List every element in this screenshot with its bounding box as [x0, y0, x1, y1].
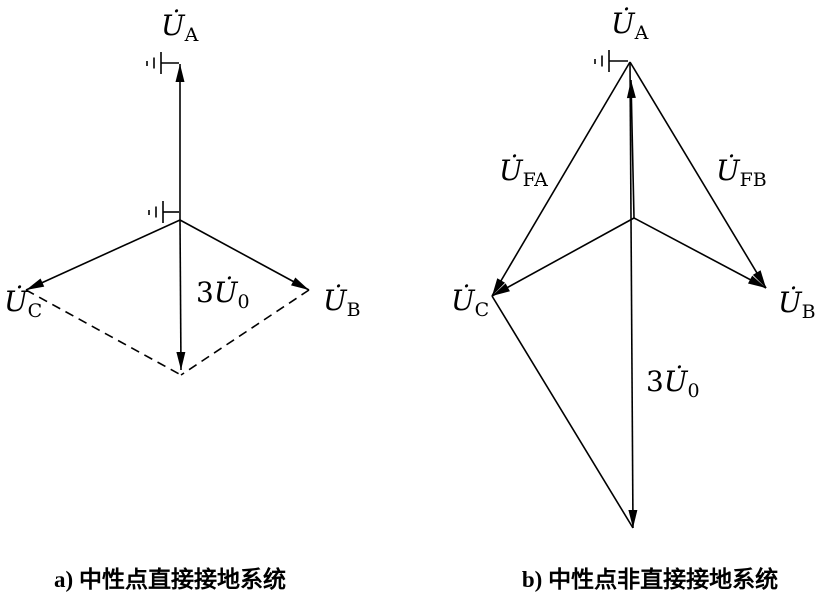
label-sub: 0: [687, 380, 699, 402]
label-main: U̇: [161, 9, 186, 42]
phasor-ufa-b: [491, 61, 631, 297]
label-pre: 3: [646, 365, 664, 398]
label-main: U̇: [323, 284, 348, 317]
phasor-ufb-b: [629, 61, 767, 289]
label-ub-a: U̇B: [323, 284, 361, 321]
label-sub: FB: [740, 169, 767, 191]
caption-a: a) 中性点直接接地系统: [54, 566, 286, 592]
label-ufa-b: U̇FA: [499, 154, 548, 191]
label-sub: 0: [237, 291, 249, 313]
dashed-line-right-a: [180, 289, 310, 376]
label-main: U̇: [778, 286, 803, 319]
diagram-a: U̇A U̇C U̇B 3U̇0 a) 中性点直接接地系统: [4, 9, 361, 592]
label-main: U̇: [451, 284, 476, 317]
label-main: U̇: [716, 154, 741, 187]
phasor-3u0-b: [628, 61, 638, 529]
label-sub: B: [347, 299, 361, 321]
ground-icon-top-b: [594, 50, 628, 72]
phasor-ub-b: [633, 217, 767, 289]
diagram-b: U̇A U̇FA U̇FB U̇C U̇B 3U̇0 b) 中性点非直接接地系统: [451, 7, 816, 592]
label-3u0-a: 3U̇0: [196, 276, 250, 313]
phasor-ua-b: [626, 79, 636, 219]
label-sub: B: [802, 301, 816, 323]
dashed-line-left-a: [25, 289, 182, 376]
label-sub: A: [634, 22, 649, 44]
ground-icon-neutral-a: [148, 201, 179, 223]
construction-line-c-bottom-b: [491, 295, 634, 529]
label-main: U̇: [499, 154, 524, 187]
phasor-uc-b: [491, 217, 635, 297]
label-sub: C: [28, 300, 43, 322]
label-ua-b: U̇A: [611, 7, 649, 44]
label-sub: FA: [523, 169, 549, 191]
caption-b: b) 中性点非直接接地系统: [522, 566, 778, 592]
label-main: U̇: [664, 365, 689, 398]
phasor-ub-a: [179, 219, 310, 291]
label-3u0-b: 3U̇0: [646, 365, 700, 402]
label-pre: 3: [196, 276, 214, 309]
label-ub-b: U̇B: [778, 286, 816, 323]
label-ufb-b: U̇FB: [716, 154, 767, 191]
label-main: U̇: [214, 276, 239, 309]
phasor-3u0-a: [176, 219, 186, 371]
label-uc-a: U̇C: [4, 285, 42, 322]
label-main: U̇: [611, 7, 636, 40]
label-sub: A: [184, 24, 199, 46]
label-main: U̇: [4, 285, 29, 318]
label-sub: C: [475, 299, 490, 321]
phasor-uc-a: [25, 219, 181, 291]
ground-icon-top-a: [146, 52, 179, 74]
label-uc-b: U̇C: [451, 284, 489, 321]
label-ua-a: U̇A: [161, 9, 199, 46]
